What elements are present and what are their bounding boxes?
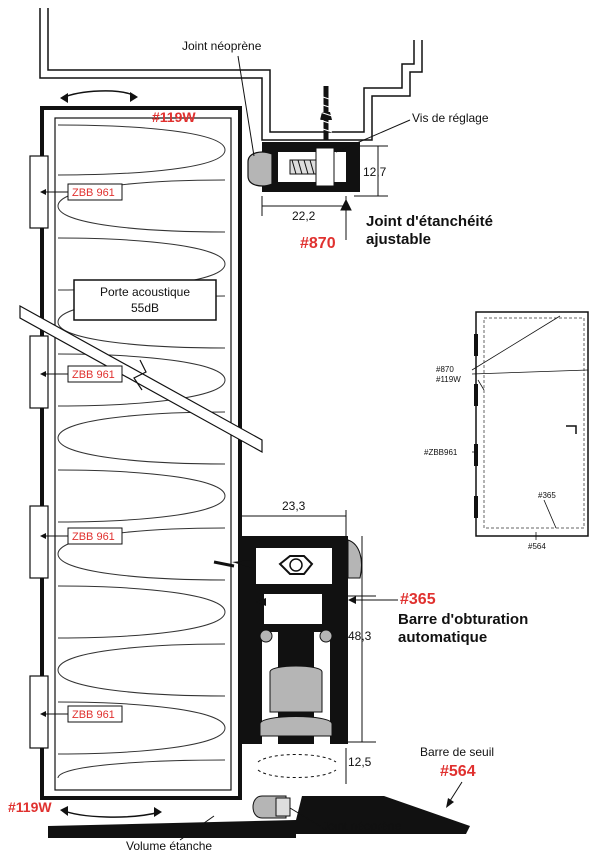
seal-119w-top: #119W xyxy=(60,90,196,125)
drop-seal-title-2: automatique xyxy=(398,629,487,646)
zbb-961-label: ZBB 961 xyxy=(72,187,115,199)
door-rating-label: 55dB xyxy=(131,301,159,315)
dimension-value: 23,3 xyxy=(282,499,306,513)
label-joint-neoprene-bottom: Joint néoprène xyxy=(289,807,402,833)
drop-seal-365 xyxy=(213,536,362,744)
dimension-23-3: 23,3 xyxy=(240,499,347,536)
zbb-label-4: ZBB 961 xyxy=(40,705,123,723)
code-365: #365 xyxy=(400,591,436,608)
mini-code-564: #564 xyxy=(528,542,546,551)
code-870: #870 xyxy=(300,235,336,252)
zbb-961-label: ZBB 961 xyxy=(72,531,115,543)
pointer-365 xyxy=(348,596,398,604)
pointer-564 xyxy=(446,781,463,808)
zbb-961-label: ZBB 961 xyxy=(72,709,115,721)
label-joint-neoprene-top: Joint néoprène xyxy=(182,39,262,157)
threshold-label: Barre de seuil xyxy=(420,745,494,759)
drop-seal-title: Barre d'obturation xyxy=(398,611,528,628)
adjusting-screw-label: Vis de réglage xyxy=(412,111,489,125)
zbb-label-3: ZBB 961 xyxy=(40,527,123,545)
dimension-value: 12,5 xyxy=(348,755,372,769)
seal-119w-bottom: #119W xyxy=(8,799,162,818)
mini-code-119w: #119W xyxy=(436,375,461,384)
dimension-value: 12,7 xyxy=(363,165,387,179)
label-volume-etanche: Volume étanche xyxy=(126,815,215,853)
dimension-value: 22,2 xyxy=(292,209,316,223)
joint-neoprene-label: Joint néoprène xyxy=(322,819,402,833)
zbb-label-2: ZBB 961 xyxy=(40,365,123,383)
dimension-48-3: 48,3 xyxy=(348,536,376,743)
threshold-564 xyxy=(48,795,470,838)
dimension-12-5: 12,5 xyxy=(257,748,372,784)
dimension-22-2: 22,2 xyxy=(261,196,352,240)
dimension-12-7: 12,7 xyxy=(354,145,388,197)
door-label-box: Porte acoustique 55dB xyxy=(73,279,217,321)
code-119w-bottom: #119W xyxy=(8,799,52,815)
door-type-label: Porte acoustique xyxy=(100,285,190,299)
adjustable-seal-870 xyxy=(247,86,360,192)
mini-code-870: #870 xyxy=(436,365,454,374)
zbb-label-1: ZBB 961 xyxy=(40,183,123,201)
section-break-lines xyxy=(19,304,263,454)
adjustable-seal-title-2: ajustable xyxy=(366,231,431,248)
mini-elevation-view: #870 #119W #ZBB961 #365 #564 xyxy=(424,311,589,551)
label-vis-reglage: Vis de réglage xyxy=(335,111,489,153)
mini-code-zbb961: #ZBB961 xyxy=(424,448,458,457)
dimension-value: 48,3 xyxy=(348,629,372,643)
adjustable-seal-title: Joint d'étanchéité xyxy=(366,213,493,230)
sealed-volume-label: Volume étanche xyxy=(126,839,212,853)
mini-code-365: #365 xyxy=(538,491,556,500)
door-leaf xyxy=(19,106,263,800)
door-frame-top xyxy=(39,8,423,141)
joint-neoprene-label: Joint néoprène xyxy=(182,39,262,53)
zbb-961-label: ZBB 961 xyxy=(72,369,115,381)
code-564: #564 xyxy=(440,763,476,780)
code-119w-top: #119W xyxy=(152,109,196,125)
